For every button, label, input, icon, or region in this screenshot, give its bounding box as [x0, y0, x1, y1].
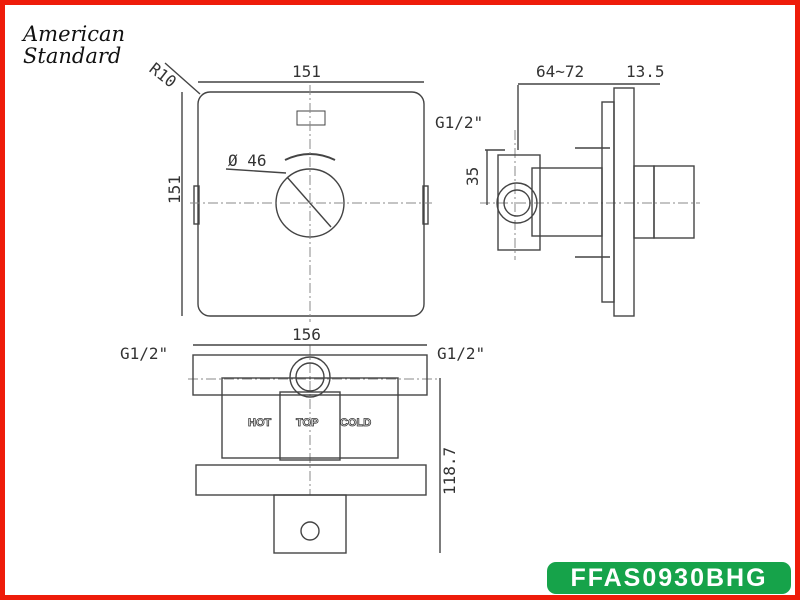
radius-label: R10 [146, 59, 180, 92]
brand-line-2: Standard [23, 44, 122, 68]
cold-label: COLD [340, 417, 371, 429]
bottom-height-label: 118.7 [440, 447, 459, 495]
bottom-inlet-left-label: G1/2" [120, 344, 168, 363]
model-badge: FFAS0930BHG [547, 562, 791, 594]
side-inlet-label: G1/2" [435, 113, 483, 132]
brand-logo: American Standard [23, 23, 125, 67]
bottom-inlet-right-label: G1/2" [437, 344, 485, 363]
front-height-label: 151 [165, 175, 184, 204]
depth-range-label: 64~72 [536, 62, 584, 81]
bottom-width-label: 156 [292, 325, 321, 344]
technical-drawing: R10 151 151 Ø 46 64~72 13.5 G1/2" 35 [120, 59, 700, 554]
top-label: TOP [296, 417, 318, 429]
hot-label: HOT [248, 417, 272, 429]
brand-line-1: American [23, 22, 126, 46]
plate-thickness-label: 13.5 [626, 62, 665, 81]
knob-diameter-label: Ø 46 [228, 151, 267, 170]
front-plate [197, 91, 425, 317]
side-inlet-height-label: 35 [463, 167, 482, 186]
front-width-label: 151 [292, 62, 321, 81]
